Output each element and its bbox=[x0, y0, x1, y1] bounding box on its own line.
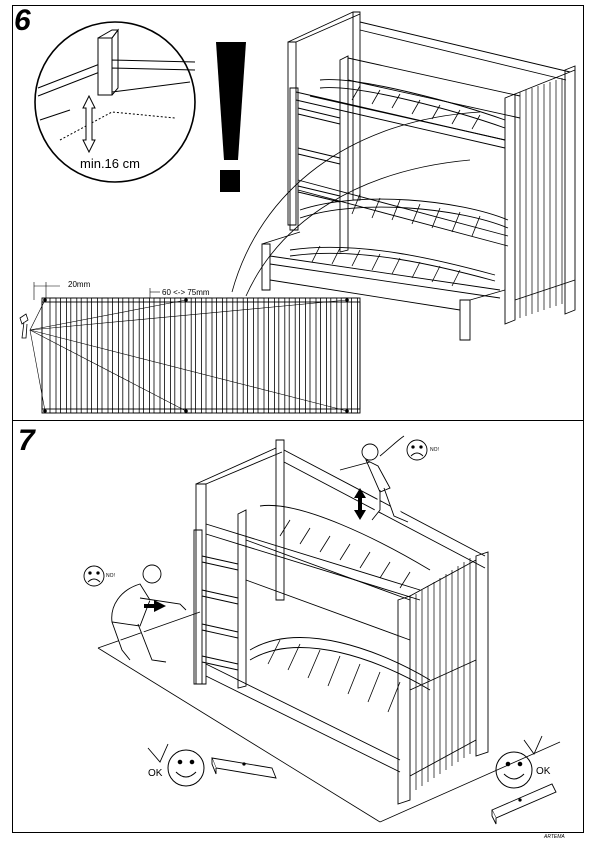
slat bbox=[91, 297, 98, 414]
slat bbox=[70, 297, 78, 414]
slat bbox=[267, 297, 275, 414]
detail-circle bbox=[34, 21, 196, 183]
slat bbox=[288, 297, 296, 414]
ok-label-left: OK bbox=[148, 768, 163, 779]
happy-face-left-icon bbox=[167, 749, 205, 787]
slat bbox=[163, 297, 171, 414]
bunk-bed-step6 bbox=[261, 11, 576, 341]
screw-icon bbox=[19, 313, 29, 339]
trundle-slats bbox=[311, 245, 461, 287]
step7-upper-slats bbox=[279, 519, 411, 589]
slat bbox=[205, 297, 213, 414]
slat bbox=[226, 297, 234, 414]
person-crouching bbox=[111, 564, 187, 663]
person-climbing bbox=[339, 435, 409, 523]
zoom-lines bbox=[231, 111, 481, 297]
dimension-lines bbox=[33, 282, 160, 300]
slat bbox=[60, 297, 67, 414]
slat-spacing-label: 60 <-> 75mm bbox=[162, 288, 210, 297]
height-arrow bbox=[82, 94, 96, 154]
slat bbox=[143, 297, 151, 414]
happy-face-right-icon bbox=[495, 751, 533, 789]
jump-arrow bbox=[354, 488, 366, 520]
slat bbox=[215, 297, 223, 414]
slat bbox=[49, 297, 57, 414]
slat bbox=[319, 297, 327, 414]
slat bbox=[351, 297, 359, 414]
bunk-bed-step7 bbox=[193, 439, 489, 805]
step7-panel-stripes bbox=[415, 558, 471, 790]
slat bbox=[101, 297, 109, 414]
warning-exclamation bbox=[216, 42, 246, 192]
slat bbox=[153, 297, 161, 414]
slat bbox=[195, 297, 203, 414]
slat-end-gap-label: 20mm bbox=[68, 280, 91, 289]
side-panel-stripes bbox=[519, 78, 563, 318]
no-label-right: NO! bbox=[430, 447, 439, 453]
slat-frame-slats bbox=[49, 297, 359, 414]
no-label-left: NO! bbox=[106, 573, 115, 579]
sad-face-left-icon bbox=[83, 565, 105, 587]
step-number-7: 7 bbox=[18, 424, 35, 457]
slat bbox=[330, 297, 338, 414]
slat bbox=[340, 297, 348, 414]
slat bbox=[278, 297, 286, 414]
upper-slats bbox=[351, 85, 481, 130]
ladder-piece-left bbox=[211, 757, 277, 779]
slat bbox=[309, 297, 317, 414]
lower-slats bbox=[351, 193, 481, 237]
step7-lower-slats bbox=[267, 639, 401, 713]
pull-arrow bbox=[144, 600, 166, 612]
slat bbox=[112, 297, 119, 414]
slat bbox=[174, 297, 182, 414]
ladder-piece-right bbox=[491, 783, 557, 825]
sad-face-right-icon bbox=[406, 439, 428, 461]
step-divider bbox=[12, 420, 584, 421]
ok-label-right: OK bbox=[536, 766, 551, 777]
page-frame bbox=[12, 5, 584, 833]
min-height-label: min.16 cm bbox=[80, 156, 140, 171]
step-number-6: 6 bbox=[14, 4, 31, 37]
slat bbox=[236, 297, 244, 414]
slat bbox=[80, 297, 88, 414]
slat bbox=[299, 297, 307, 414]
slat-frame-diagonals bbox=[29, 299, 348, 412]
slat bbox=[257, 297, 265, 414]
floor-outline bbox=[97, 611, 561, 823]
slat bbox=[184, 297, 192, 414]
slat bbox=[132, 297, 140, 414]
check-mark-left-icon bbox=[147, 743, 169, 763]
brand-footer: ARTEMA bbox=[544, 834, 565, 840]
check-mark-right-icon bbox=[523, 735, 543, 755]
slat bbox=[247, 297, 255, 414]
